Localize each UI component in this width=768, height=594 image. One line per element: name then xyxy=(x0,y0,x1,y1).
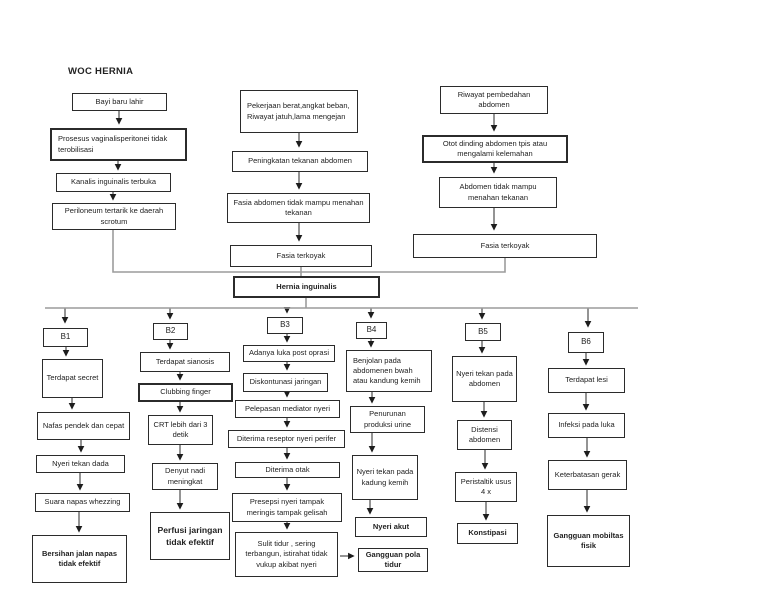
node-diterima-otak: Diterima otak xyxy=(235,462,340,478)
node-pelepasan-mediator-nyeri: Pelepasan mediator nyeri xyxy=(235,400,340,418)
node-outcome-perfusi-jaringan: Perfusi jaringan tidak efektif xyxy=(150,512,230,560)
node-outcome-nyeri-akut: Nyeri akut xyxy=(355,517,427,537)
node-fasia-terkoyak-mid: Fasia terkoyak xyxy=(230,245,372,267)
node-crt-lebih-3-detik: CRT lebih dari 3 detik xyxy=(148,415,213,445)
node-suara-napas-whezzing: Suara napas whezzing xyxy=(35,493,130,512)
node-presepsi-nyeri: Presepsi nyeri tampak meringis tampak ge… xyxy=(232,493,342,522)
node-abdomen-tidak-mampu: Abdomen tidak mampu menahan tekanan xyxy=(439,177,557,208)
node-outcome-gangguan-mobilitas: Gangguan mobiltas fisik xyxy=(547,515,630,567)
node-denyut-nadi-meningkat: Denyut nadi meningkat xyxy=(152,463,218,490)
node-peningkatan-tekanan: Peningkatan tekanan abdomen xyxy=(232,151,368,172)
node-penurunan-produksi-urine: Penurunan produksi urine xyxy=(350,406,425,433)
node-terdapat-secret: Terdapat secret xyxy=(42,359,103,398)
node-nyeri-tekan-abdomen: Nyeri tekan pada abdomen xyxy=(452,356,517,402)
node-riwayat-pembedahan: Riwayat pembedahan abdomen xyxy=(440,86,548,114)
diagram-title: WOC HERNIA xyxy=(68,66,134,77)
node-adanya-luka-post-oprasi: Adanya luka post oprasi xyxy=(243,345,335,362)
node-pekerjaan-berat: Pekerjaan berat,angkat beban, Riwayat ja… xyxy=(240,90,358,133)
node-infeksi-pada-luka: Infeksi pada luka xyxy=(548,413,625,438)
node-outcome-gangguan-pola-tidur: Gangguan pola tidur xyxy=(358,548,428,572)
node-nafas-pendek: Nafas pendek dan cepat xyxy=(37,412,130,440)
node-benjolan-abdomen: Benjolan pada abdomenen bwah atau kandun… xyxy=(346,350,432,392)
branch-label-b6: B6 xyxy=(568,332,604,353)
node-bayi-baru-lahir: Bayi baru lahir xyxy=(72,93,167,111)
node-nyeri-tekan-kadung-kemih: Nyeri tekan pada kadung kemih xyxy=(352,455,418,500)
node-keterbatasan-gerak: Keterbatasan gerak xyxy=(548,460,627,490)
node-otot-dinding-abdomen: Otot dinding abdomen tpis atau mengalami… xyxy=(422,135,568,163)
node-hernia-inguinalis: Hernia inguinalis xyxy=(233,276,380,298)
node-peristaltik-usus: Peristaltik usus 4 x xyxy=(455,472,517,502)
node-distensi-abdomen: Distensi abdomen xyxy=(457,420,512,450)
node-terdapat-lesi: Terdapat lesi xyxy=(548,368,625,393)
node-periloneum-tertarik: Periloneum tertarik ke daerah scrotum xyxy=(52,203,176,230)
node-prosesus-vaginalis: Prosesus vaginalisperitonei tidak terobi… xyxy=(50,128,187,161)
node-fasia-terkoyak-right: Fasia terkoyak xyxy=(413,234,597,258)
branch-label-b5: B5 xyxy=(465,323,501,341)
branch-label-b4: B4 xyxy=(356,322,387,339)
branch-label-b3: B3 xyxy=(267,317,303,334)
node-outcome-bersihan-jalan-napas: Bersihan jalan napas tidak efektif xyxy=(32,535,127,583)
node-diskontunasi-jaringan: Diskontunasi jaringan xyxy=(243,373,328,392)
node-diterima-reseptor-nyeri: Diterima reseptor nyeri perifer xyxy=(228,430,345,448)
node-clubbing-finger: Clubbing finger xyxy=(138,383,233,402)
node-nyeri-tekan-dada: Nyeri tekan dada xyxy=(36,455,125,473)
node-kanalis-inguinalis: Kanalis inguinalis terbuka xyxy=(56,173,171,192)
node-terdapat-sianosis: Terdapat sianosis xyxy=(140,352,230,372)
node-outcome-konstipasi: Konstipasi xyxy=(457,523,518,544)
node-sulit-tidur: Sulit tidur , sering terbangun, istiraha… xyxy=(235,532,338,577)
branch-label-b2: B2 xyxy=(153,323,188,340)
branch-label-b1: B1 xyxy=(43,328,88,347)
node-fasia-abdomen-tidak-mampu: Fasia abdomen tidak mampu menahan tekana… xyxy=(227,193,370,223)
